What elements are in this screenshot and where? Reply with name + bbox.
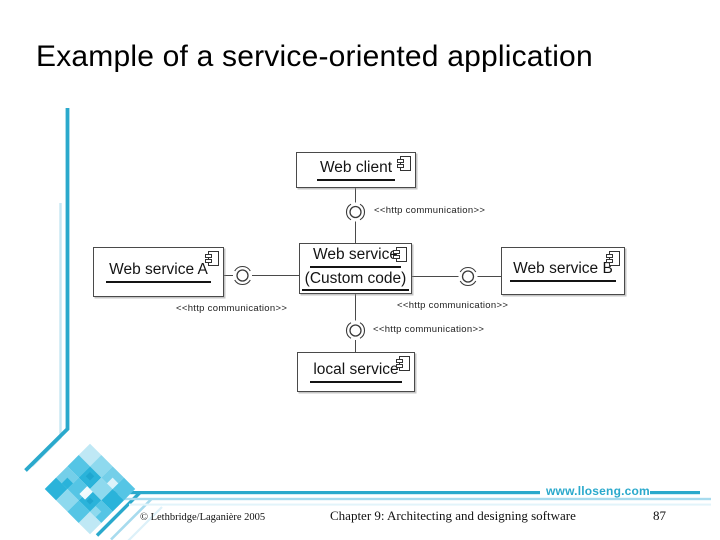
component-label: Web service A	[106, 261, 211, 283]
website-link[interactable]: www.lloseng.com	[546, 484, 650, 498]
connector-lines	[222, 186, 501, 352]
component-web-client: Web client	[296, 152, 416, 188]
accent-bar-teal	[24, 108, 70, 472]
component-label: local service	[310, 361, 402, 383]
component-icon	[393, 247, 407, 262]
component-icon	[396, 356, 410, 371]
component-label: Web service B	[510, 260, 616, 282]
connector-label-left: <<http communication>>	[176, 303, 288, 314]
chevron-light	[110, 498, 153, 540]
footer-rule-teal-right	[650, 491, 700, 495]
component-icon	[205, 251, 219, 266]
footer-rule-faint	[129, 503, 711, 506]
component-local-service: local service	[297, 352, 415, 392]
connector-label-right: <<http communication>>	[397, 300, 509, 311]
connector-label-bottom: <<http communication>>	[373, 324, 485, 335]
footer-chapter-title: Chapter 9: Architecting and designing so…	[330, 508, 576, 523]
ball-and-socket-connector-icon	[234, 265, 251, 286]
ball-and-socket-connector-icon	[459, 266, 477, 287]
footer-rule-teal-left	[113, 491, 540, 495]
component-label: Web service	[310, 246, 401, 268]
component-icon	[397, 156, 411, 171]
page-title: Example of a service-oriented applicatio…	[36, 40, 593, 73]
ball-and-socket-connector-icon	[345, 322, 366, 339]
footer-rule-light	[121, 497, 711, 501]
component-web-service-b: Web service B	[501, 247, 625, 295]
component-web-service-custom: Web service (Custom code)	[299, 243, 412, 294]
component-sublabel: (Custom code)	[301, 270, 410, 292]
footer-copyright: © Lethbridge/Laganière 2005	[140, 512, 266, 523]
ball-and-socket-connector-icon	[345, 203, 366, 221]
component-web-service-a: Web service A	[93, 247, 224, 297]
component-icon	[606, 251, 620, 266]
page-number: 87	[653, 508, 666, 523]
component-label: Web client	[316, 159, 396, 181]
connector-label-top: <<http communication>>	[374, 205, 486, 216]
chevron-faint	[127, 506, 163, 540]
